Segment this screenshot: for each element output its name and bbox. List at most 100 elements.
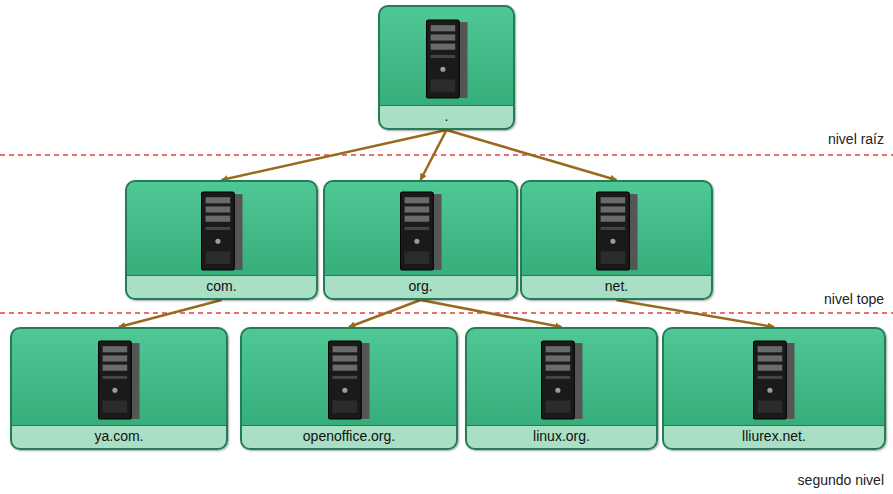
server-icon [322,339,376,421]
server-box: linux.org. [465,327,658,450]
domain-name: net. [605,278,628,294]
power-button [555,387,560,392]
domain-name: . [445,108,449,124]
name-strip: ya.com. [12,425,226,448]
drive-slot [545,375,570,378]
domain-name: openoffice.org. [303,428,395,444]
server-box: openoffice.org. [240,327,458,450]
name-strip: net. [522,275,711,298]
domain-name: linux.org. [533,428,590,444]
separator-line [0,312,893,313]
server-front [541,341,574,419]
server-box: lliurex.net. [662,327,886,450]
drive-bay [545,364,570,370]
drive-bay [205,206,230,212]
hierarchy-arrow [222,130,447,180]
name-strip: com. [127,275,316,298]
name-strip: lliurex.net. [664,425,884,448]
drive-bay [430,34,455,40]
power-button [215,239,220,244]
server-box: org. [323,180,518,300]
drive-slot [404,227,429,230]
domain-name: com. [206,278,236,294]
server-icon [589,190,643,272]
server-front [596,192,629,270]
drive-bay [333,355,358,361]
server-box: . [378,5,515,130]
drive-slot [758,375,783,378]
server-icon [419,18,473,100]
drive-bay [103,355,128,361]
drive-bay [205,197,230,203]
drive-bay [430,43,455,49]
hierarchy-arrow [421,130,447,180]
server-front [329,341,362,419]
name-strip: linux.org. [467,425,656,448]
server-front [400,192,433,270]
server-icon [92,339,146,421]
drive-bay [103,364,128,370]
vent-panel [758,400,783,412]
drive-bay [545,346,570,352]
domain-name: lliurex.net. [742,428,806,444]
domain-name: org. [408,278,432,294]
server-icon [194,190,248,272]
drive-bay [545,355,570,361]
hierarchy-arrow [421,300,562,327]
drive-slot [333,375,358,378]
power-button [440,66,445,71]
server-icon [534,339,588,421]
drive-slot [430,54,455,57]
drive-slot [205,227,230,230]
vent-panel [545,400,570,412]
vent-panel [430,79,455,91]
drive-slot [103,375,128,378]
drive-bay [333,346,358,352]
drive-bay [600,206,625,212]
hierarchy-arrow [617,300,775,327]
hierarchy-arrow [349,300,421,327]
server-box: net. [520,180,713,300]
drive-bay [404,216,429,222]
power-button [112,387,117,392]
drive-bay [758,355,783,361]
vent-panel [404,252,429,264]
power-button [342,387,347,392]
power-button [610,239,615,244]
drive-bay [205,216,230,222]
drive-bay [404,206,429,212]
vent-panel [205,252,230,264]
server-icon [393,190,447,272]
level-label: nivel raíz [826,131,886,147]
power-button [414,239,419,244]
separator-line [0,154,893,155]
name-strip: openoffice.org. [242,425,456,448]
level-label: nivel tope [822,291,886,307]
server-front [99,341,132,419]
server-front [754,341,787,419]
name-strip: . [380,105,513,128]
hierarchy-arrow [447,130,617,180]
drive-bay [430,25,455,31]
drive-bay [758,346,783,352]
server-front [201,192,234,270]
drive-bay [600,216,625,222]
drive-bay [600,197,625,203]
server-front [426,20,459,98]
drive-bay [758,364,783,370]
drive-slot [600,227,625,230]
vent-panel [333,400,358,412]
drive-bay [404,197,429,203]
drive-bay [333,364,358,370]
server-icon [747,339,801,421]
power-button [767,387,772,392]
vent-panel [600,252,625,264]
name-strip: org. [325,275,516,298]
vent-panel [103,400,128,412]
server-box: ya.com. [10,327,228,450]
level-label: segundo nivel [796,472,886,488]
server-box: com. [125,180,318,300]
domain-name: ya.com. [94,428,143,444]
drive-bay [103,346,128,352]
hierarchy-arrow [119,300,222,327]
